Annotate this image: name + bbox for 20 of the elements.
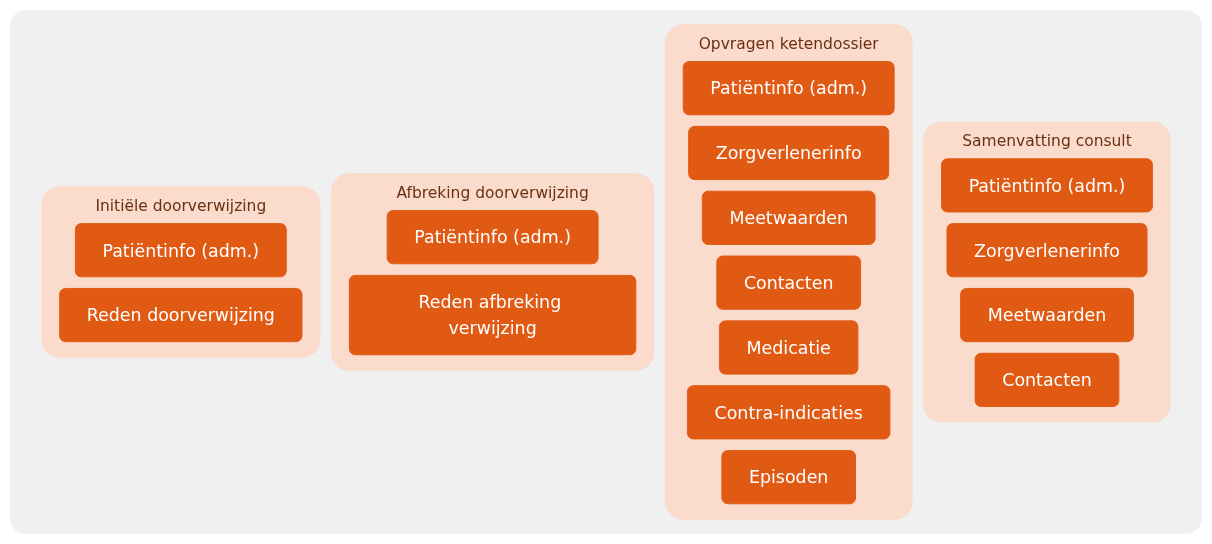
cluster	[41, 186, 321, 358]
node-box	[721, 450, 856, 505]
cluster	[664, 24, 913, 520]
node-box	[686, 385, 891, 440]
panel-background: Initiële doorverwijzing Patiëntinfo (adm.) Reden doorverwijzing Afbreking doorverwijzing Patiëntinfo (adm.) Reden afbreking verwijzing Opvragen ketendossier Patiëntinfo (adm.) Zorgverlenerinfo Meetwaarden Contacten Medicatie Contra-indicaties Episoden Samenvatting consult Patiëntinfo (adm.) Zorgverlenerinfo Meetwaarden Contacten	[10, 10, 1202, 534]
node-box	[348, 274, 637, 356]
cluster	[923, 121, 1171, 423]
node-box	[386, 210, 599, 265]
node-box	[960, 287, 1134, 343]
node-box	[946, 223, 1148, 278]
node-box	[682, 61, 895, 116]
node-box	[718, 320, 859, 375]
node-box	[701, 190, 876, 245]
node-box	[716, 255, 861, 310]
node-box	[688, 125, 890, 181]
node-box	[74, 223, 287, 278]
cluster	[330, 173, 655, 371]
node-box	[941, 158, 1153, 213]
node-box	[974, 352, 1120, 407]
node-box	[59, 287, 303, 343]
